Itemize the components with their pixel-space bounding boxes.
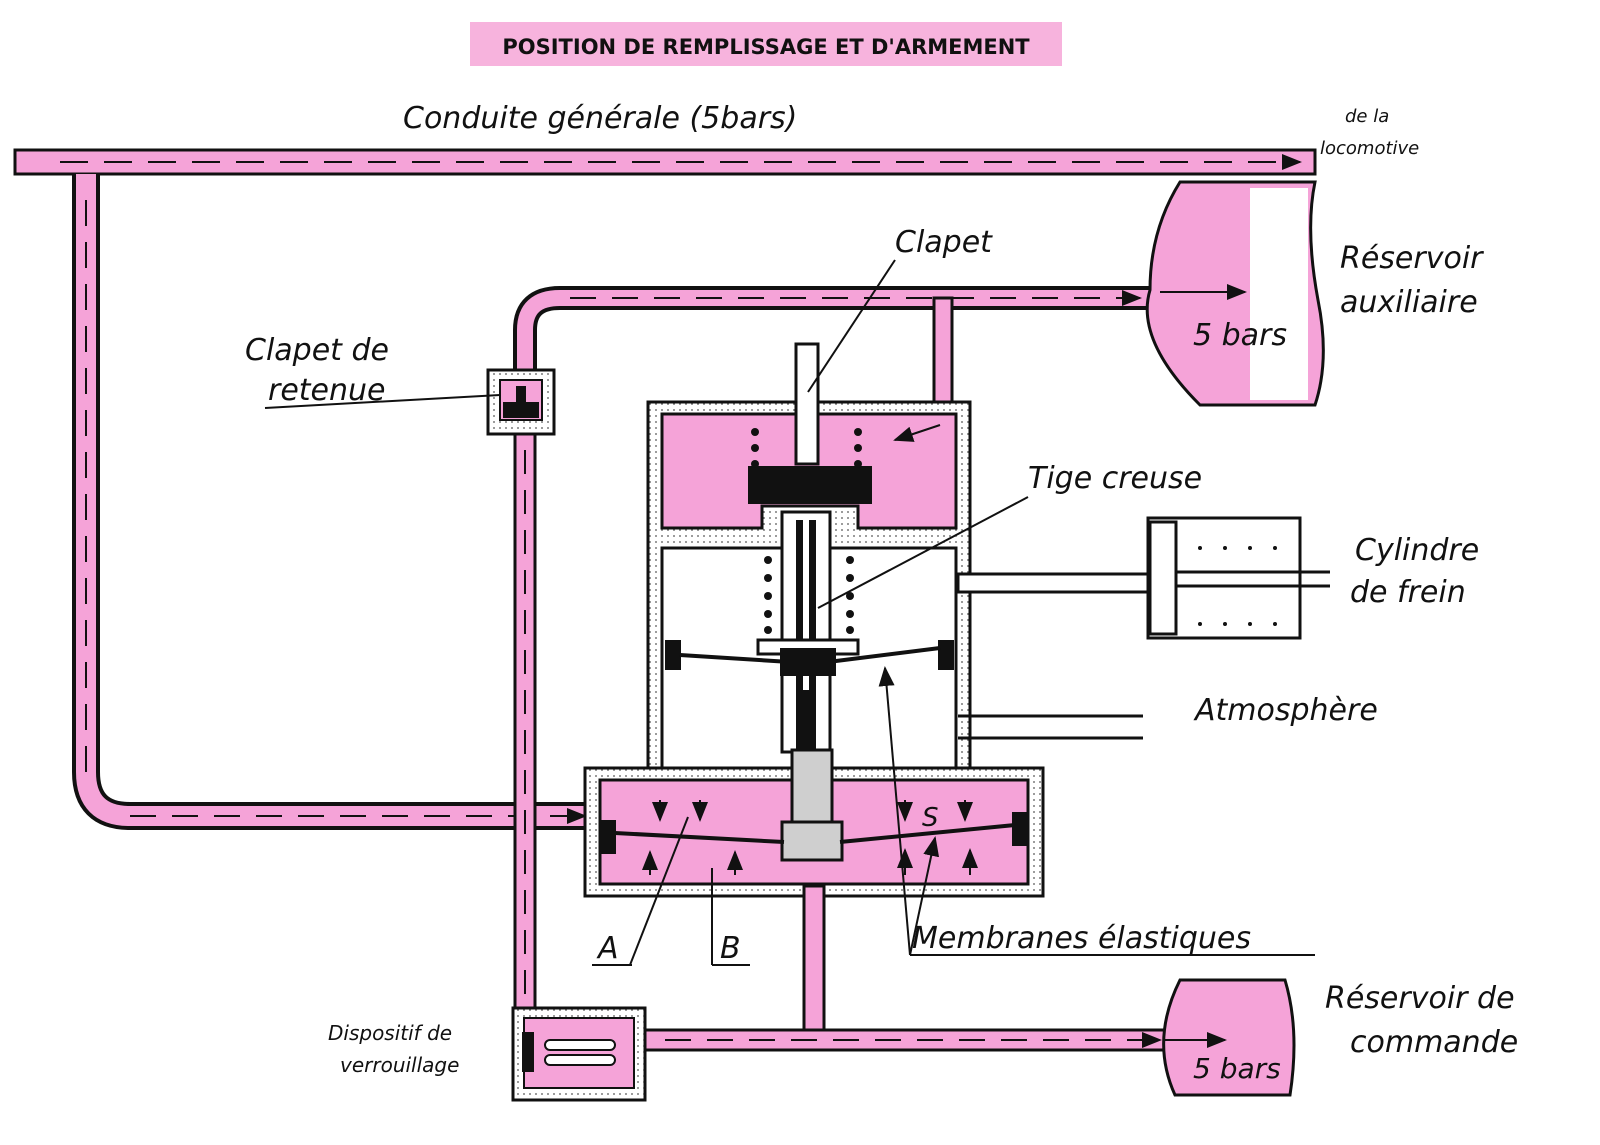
membranes-leaders [878,666,1315,956]
membranes-label: Membranes élastiques [912,921,1251,956]
b-label: B [720,931,741,966]
auxiliary-reservoir-pressure: 5 bars [1193,318,1287,353]
command-feed-pipe [638,884,1172,1052]
auxiliary-reservoir-label-1: Réservoir [1340,241,1484,276]
a-leader [629,816,689,966]
flow-arrows-lower [642,800,978,875]
clapet-arrow [893,424,941,442]
check-valve-leader [264,394,501,409]
valve-stem [748,342,872,504]
atmosphere-port [958,714,1143,740]
a-label: A [596,931,619,966]
locking-device [511,1006,647,1102]
title-group: POSITION DE REMPLISSAGE ET D'ARMEMENT [470,22,1062,66]
command-reservoir-label-1: Réservoir de [1325,981,1515,1016]
check-valve-label-1: Clapet de [245,333,389,368]
brake-cylinder-label-1: Cylindre [1355,533,1479,568]
check-valve [486,368,556,436]
s-label: S [922,803,939,833]
tige-creuse-leader [817,496,1029,609]
brake-port [956,572,1156,594]
brake-cylinder [1146,516,1330,640]
atmosphere-label: Atmosphère [1193,693,1378,728]
locking-device-label-1: Dispositif de [328,1021,452,1045]
from-label-2: locomotive [1320,138,1419,159]
auxiliary-reservoir [1145,180,1325,407]
command-reservoir [1162,978,1296,1097]
clapet-leader [807,259,896,393]
locking-device-label-2: verrouillage [340,1053,459,1077]
upper-membrane [665,640,954,676]
title-highlight [470,22,1062,66]
retenue-down-pipe [513,430,537,1014]
lower-piston [600,748,1028,862]
brake-cylinder-label-2: de frein [1350,575,1466,610]
command-reservoir-label-2: commande [1350,1025,1518,1060]
left-branch-pipe [72,174,590,830]
auxiliary-feed-pipe [513,286,1150,410]
auxiliary-reservoir-label-2: auxiliaire [1340,285,1478,320]
command-reservoir-pressure: 5 bars [1193,1052,1281,1085]
tige-creuse-label: Tige creuse [1028,461,1202,496]
conduite-label: Conduite générale (5bars) [403,101,797,136]
from-label-1: de la [1345,106,1389,127]
clapet-label: Clapet [895,225,993,260]
main-pipe [13,148,1317,176]
spring [764,556,854,634]
title: POSITION DE REMPLISSAGE ET D'ARMEMENT [502,35,1030,59]
